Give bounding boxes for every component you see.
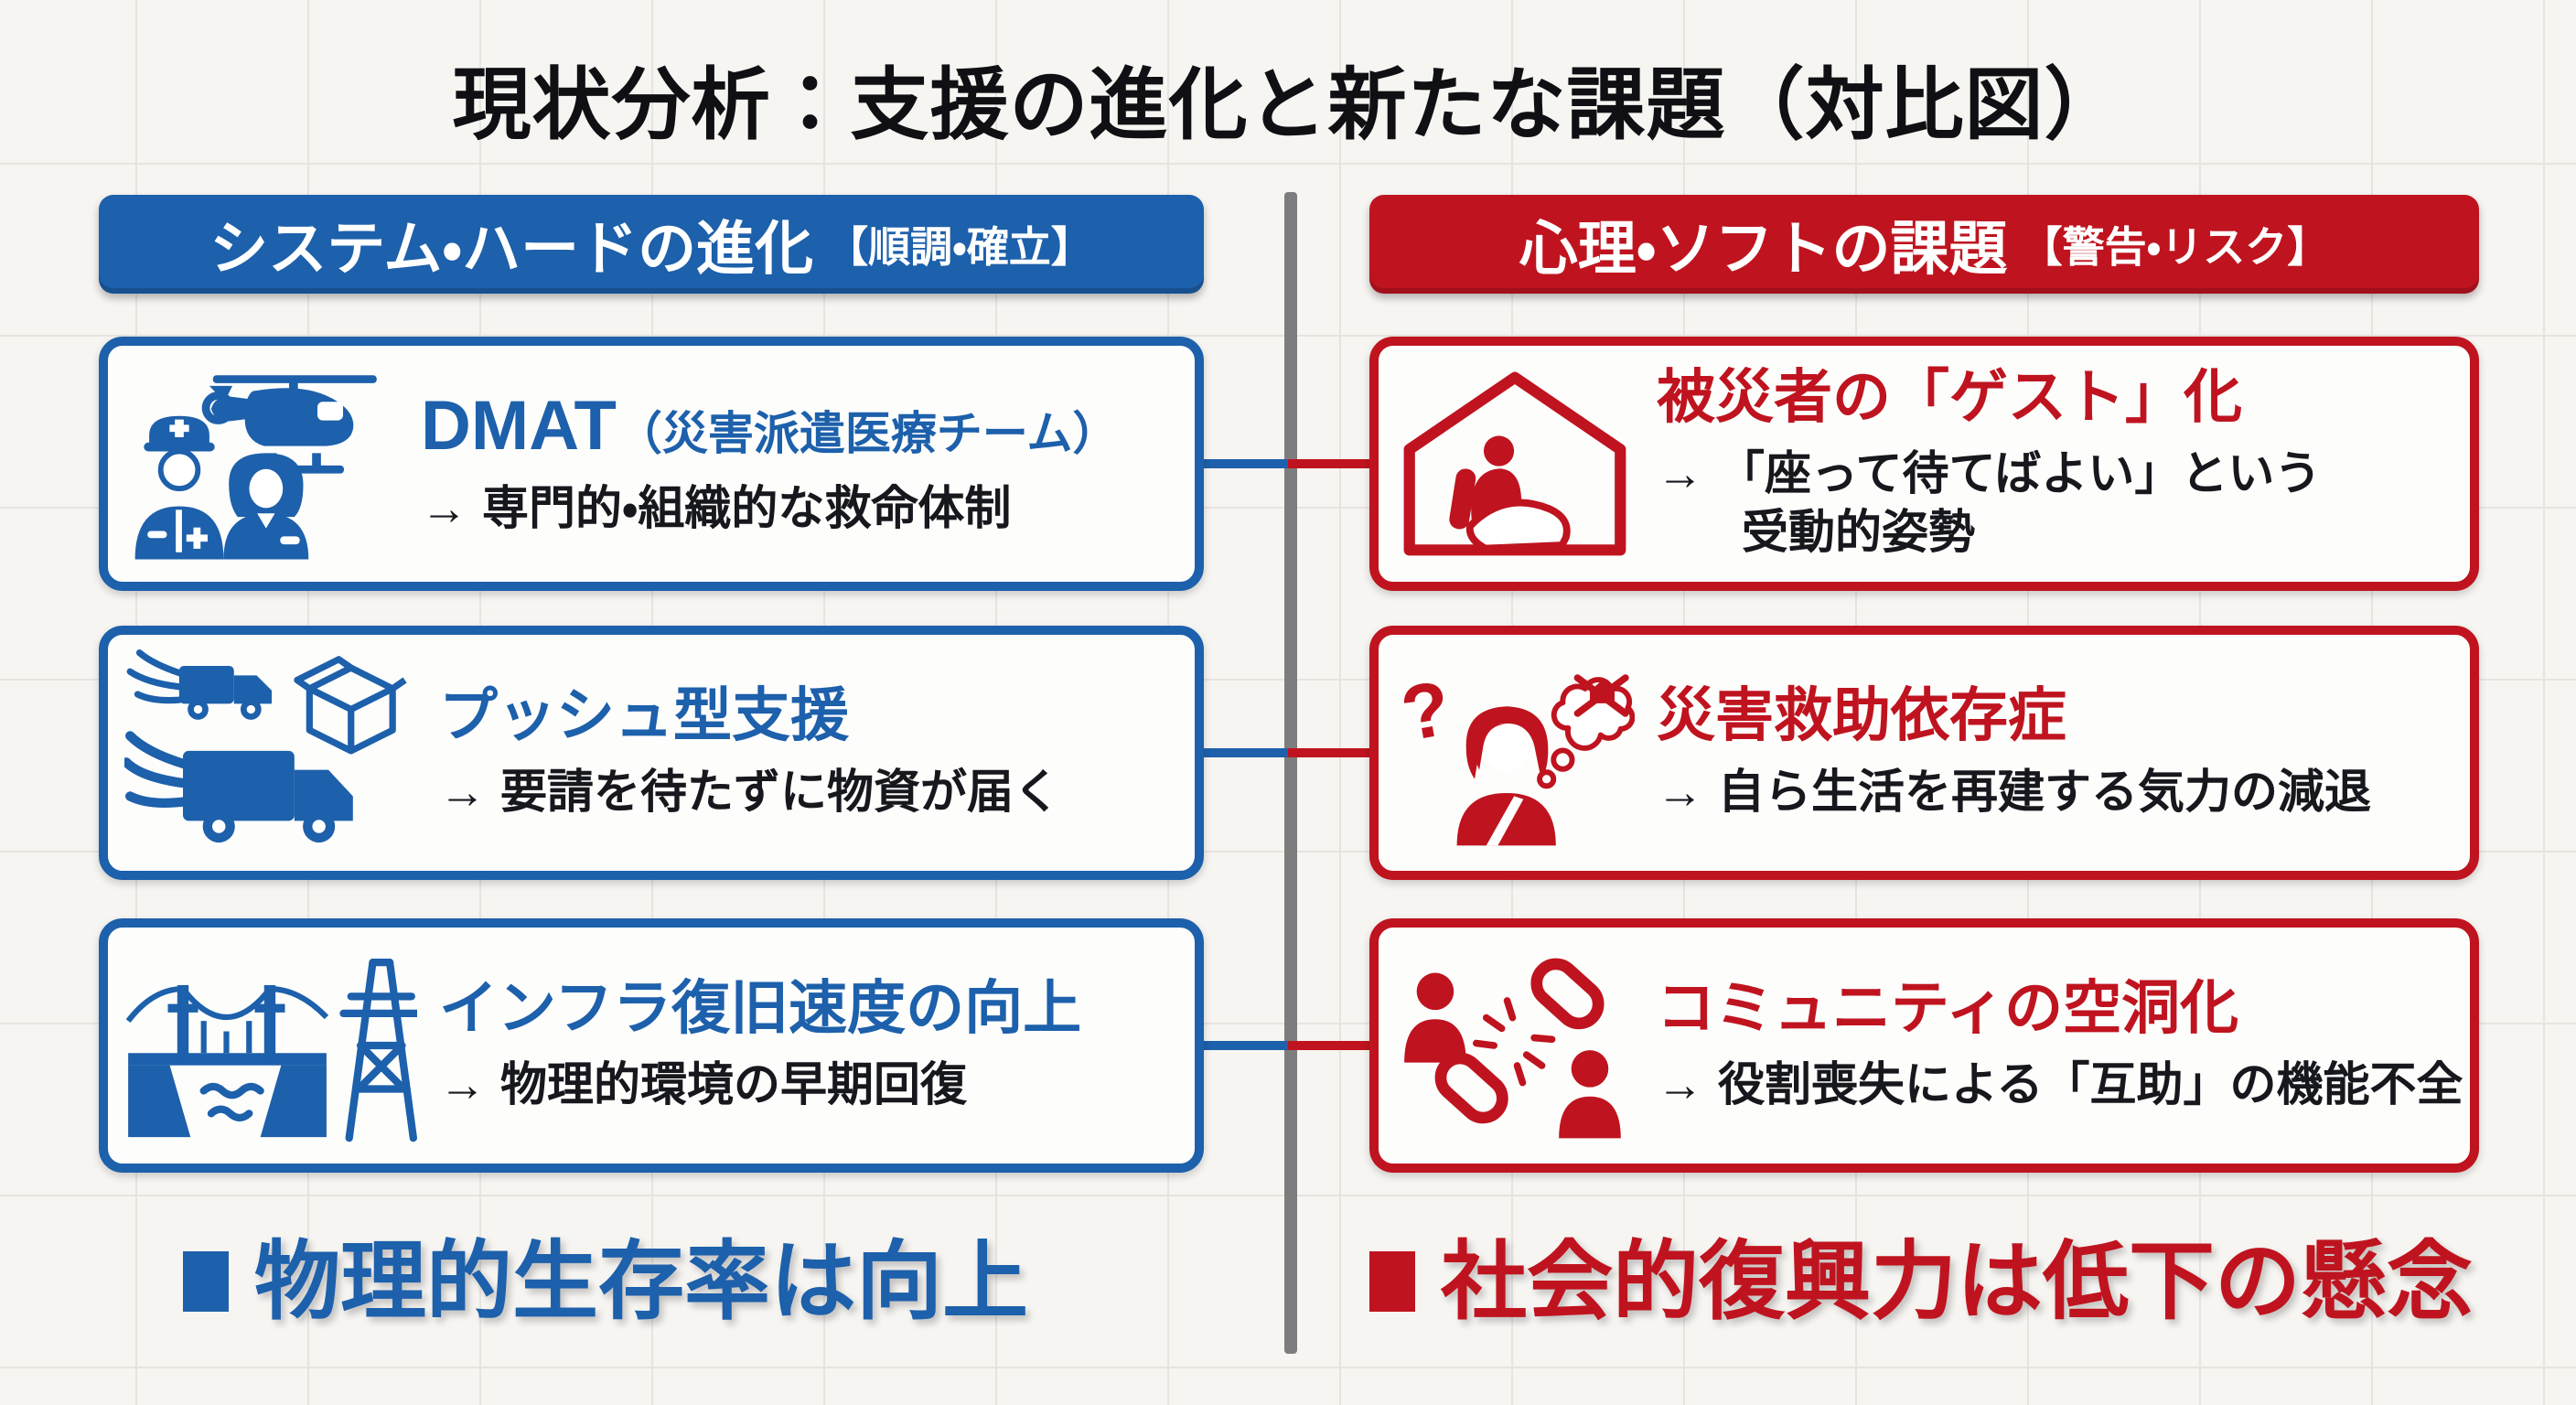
left-conclusion-text: 物理的生存率は向上 [254,1233,1029,1329]
card-evacuee-guest: 被災者の「ゲスト」化 →「座って待てばよい」という受動的姿勢 [1369,337,2479,591]
card-guest-desc: →「座って待てばよい」という受動的姿勢 [1657,445,2448,562]
card-community: コミュニティの空洞化 →役割喪失による「互助」の機能不全 [1369,918,2479,1173]
card-community-heading: コミュニティの空洞化 [1657,974,2239,1041]
card-dependency: ? 災害救助依存症 →自ら生活を再建する気力の減退 [1369,626,2479,880]
square-bullet-icon [1369,1251,1415,1313]
right-conclusion: 社会的復興力は低下の懸念 [1369,1233,2474,1329]
connector-blue-row1 [1195,459,1288,468]
dependency-icon: ? [1395,644,1635,862]
connector-red-row2 [1288,748,1374,757]
card-infrastructure: インフラ復旧速度の向上 →物理的環境の早期回復 [99,918,1204,1173]
infrastructure-icon [124,937,417,1154]
community-icon [1395,937,1635,1154]
arrow-glyph: → [1657,765,1703,818]
arrow-glyph: → [439,1057,486,1110]
connector-red-row1 [1288,459,1374,468]
card-guest-heading: 被災者の「ゲスト」化 [1657,363,2242,430]
center-divider [1284,192,1297,1354]
connector-blue-row3 [1195,1041,1288,1050]
card-dmat-desc: →専門的・組織的な救命体制 [421,479,1173,538]
evacuee-guest-icon [1395,355,1635,573]
card-push-desc: →要請を待たずに物資が届く [439,763,1173,821]
svg-text:?: ? [1395,663,1456,757]
card-dependency-heading: 災害救助依存症 [1657,681,2066,748]
arrow-glyph: → [439,765,486,818]
left-column-header: システム・ハードの進化 【順調・確立】 [99,195,1204,294]
right-conclusion-text: 社会的復興力は低下の懸念 [1441,1233,2474,1329]
card-dmat: DMAT（災害派遣医療チーム） →専門的・組織的な救命体制 [99,337,1204,591]
card-dependency-desc: →自ら生活を再建する気力の減退 [1657,763,2448,821]
card-infra-desc: →物理的環境の早期回復 [439,1056,1173,1114]
left-header-tag: 【順調・確立】 [826,223,1093,271]
connector-red-row3 [1288,1041,1374,1050]
page-title: 現状分析：支援の進化と新たな課題（対比図） [452,61,2124,149]
right-header-title: 心理・ソフトの課題 [1519,216,2008,282]
push-support-icon [124,644,417,862]
left-conclusion: 物理的生存率は向上 [183,1233,1029,1329]
square-bullet-icon [183,1251,229,1313]
arrow-glyph: → [1657,1057,1703,1110]
card-push-support: プッシュ型支援 →要請を待たずに物資が届く [99,626,1204,880]
dmat-team-icon [124,355,399,573]
card-push-heading: プッシュ型支援 [439,681,849,748]
right-column-header: 心理・ソフトの課題 【警告・リスク】 [1369,195,2479,294]
connector-blue-row2 [1195,748,1288,757]
right-header-tag: 【警告・リスク】 [2020,223,2330,271]
arrow-glyph: → [421,482,467,535]
arrow-glyph: → [1657,446,1703,499]
card-dmat-heading: DMAT（災害派遣医療チーム） [421,387,1119,466]
card-community-desc: →役割喪失による「互助」の機能不全 [1657,1056,2463,1114]
card-infra-heading: インフラ復旧速度の向上 [439,974,1082,1041]
left-header-title: システム・ハードの進化 [209,216,814,282]
